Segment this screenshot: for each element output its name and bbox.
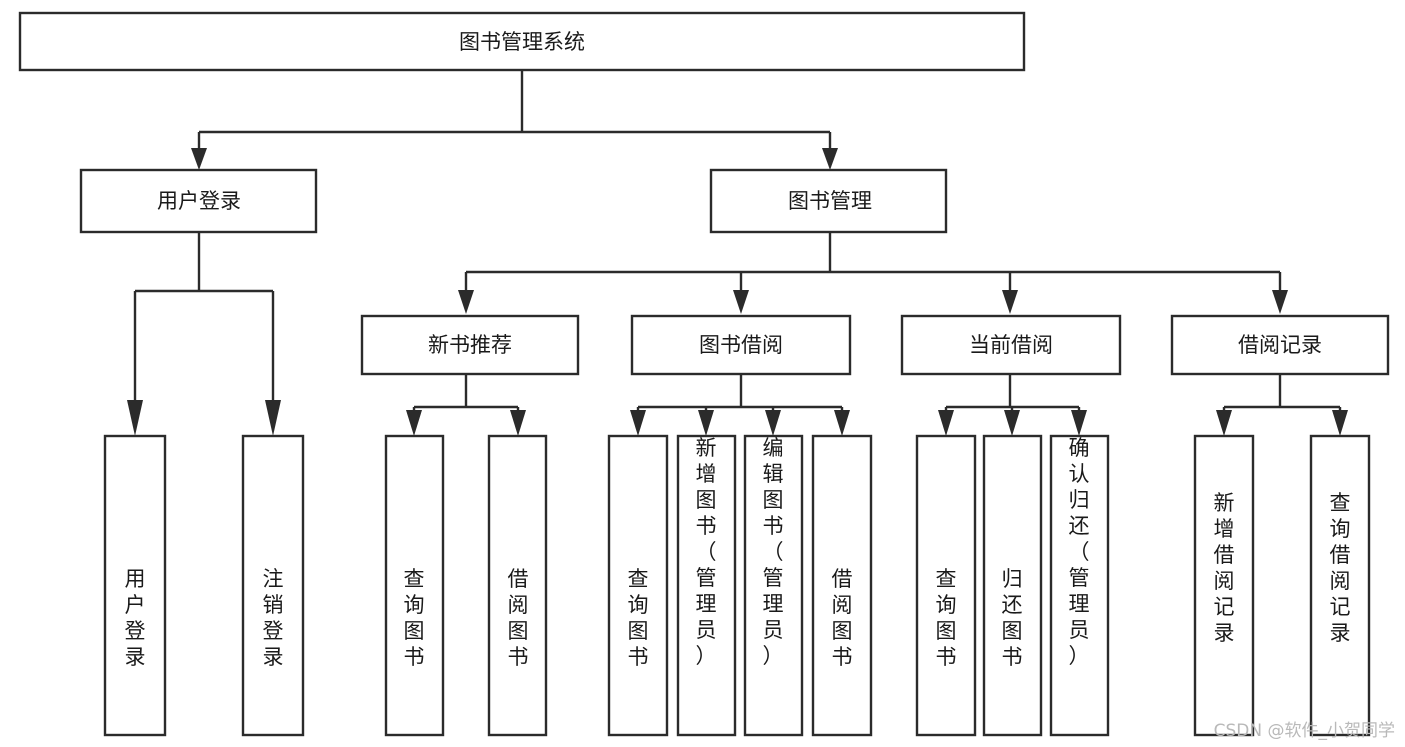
- leaf-borrow-edit-label: 编辑图书（管理员）: [763, 436, 784, 668]
- leaf-node[interactable]: 查询借阅记录: [1309, 434, 1371, 737]
- node-new-book-recommend-label: 新书推荐: [428, 333, 512, 357]
- leaf-node[interactable]: 新增图书（管理员）: [676, 434, 737, 737]
- leaf-current-confirm-box[interactable]: [1049, 434, 1110, 737]
- node-book-manage[interactable]: 图书管理: [709, 168, 948, 234]
- node-root-box[interactable]: [18, 11, 1026, 72]
- arrow-borrow-leaf1: [630, 410, 646, 436]
- node-user-login[interactable]: 用户登录: [79, 168, 318, 234]
- connector-group: [127, 70, 1348, 436]
- arrow-to-book-manage: [822, 148, 838, 170]
- arrow-to-current-borrow: [1002, 290, 1018, 314]
- leaf-borrow-query-box[interactable]: [607, 434, 669, 737]
- leaf-current-return-box[interactable]: [982, 434, 1043, 737]
- arrow-record-leaf2: [1332, 410, 1348, 436]
- arrow-to-user-login: [191, 148, 207, 170]
- leaf-current-return-label: 归还图书: [1002, 567, 1023, 669]
- leaf-record-add-box[interactable]: [1193, 434, 1255, 737]
- leaf-node[interactable]: 用户登录: [103, 434, 167, 737]
- leaf-node[interactable]: 注销登录: [241, 434, 305, 737]
- node-current-borrow-box[interactable]: [900, 314, 1122, 376]
- leaf-node[interactable]: 新增借阅记录: [1193, 434, 1255, 737]
- leaf-current-query-box[interactable]: [915, 434, 977, 737]
- node-book-borrow-box[interactable]: [630, 314, 852, 376]
- leaf-record-query-box[interactable]: [1309, 434, 1371, 737]
- node-root-label: 图书管理系统: [459, 30, 585, 54]
- arrow-current-leaf1: [938, 410, 954, 436]
- node-borrow-record[interactable]: 借阅记录: [1170, 314, 1390, 376]
- node-book-borrow[interactable]: 图书借阅: [630, 314, 852, 376]
- leaf-borrow-add-box[interactable]: [676, 434, 737, 737]
- leaf-borrow-do-label: 借阅图书: [832, 567, 853, 669]
- leaf-node[interactable]: 查询图书: [384, 434, 445, 737]
- leaf-node[interactable]: 确认归还（管理员）: [1049, 434, 1110, 737]
- arrow-borrow-leaf4: [834, 410, 850, 436]
- arrow-newbook-leaf1: [406, 410, 422, 436]
- arrow-to-book-borrow: [733, 290, 749, 314]
- leaf-node[interactable]: 归还图书: [982, 434, 1043, 737]
- leaf-borrow-query-label: 查询图书: [628, 567, 649, 669]
- node-book-manage-box[interactable]: [709, 168, 948, 234]
- arrow-borrow-leaf3: [765, 410, 781, 436]
- leaf-newbook-query-label: 查询图书: [404, 567, 425, 669]
- node-book-manage-label: 图书管理: [788, 189, 872, 213]
- leaf-borrow-edit-box[interactable]: [743, 434, 804, 737]
- node-borrow-record-box[interactable]: [1170, 314, 1390, 376]
- arrow-borrow-leaf2: [698, 410, 714, 436]
- arrow-current-leaf3: [1071, 410, 1087, 436]
- node-user-login-box[interactable]: [79, 168, 318, 234]
- node-book-borrow-label: 图书借阅: [699, 333, 783, 357]
- node-borrow-record-label: 借阅记录: [1238, 333, 1322, 357]
- leaf-newbook-borrow-box[interactable]: [487, 434, 548, 737]
- arrow-record-leaf1: [1216, 410, 1232, 436]
- node-new-book-recommend-box[interactable]: [360, 314, 580, 376]
- leaf-node[interactable]: 编辑图书（管理员）: [743, 434, 804, 737]
- leaf-logout-label: 注销登录: [263, 567, 284, 669]
- arrow-to-borrow-record: [1272, 290, 1288, 314]
- node-user-login-label: 用户登录: [157, 189, 241, 213]
- arrow-to-leaf-user-login: [127, 400, 143, 436]
- leaf-borrow-add-label: 新增图书（管理员）: [696, 436, 717, 668]
- arrow-to-new-book: [458, 290, 474, 314]
- leaf-user-login-box[interactable]: [103, 434, 167, 737]
- leaf-logout-box[interactable]: [241, 434, 305, 737]
- leaf-node[interactable]: 借阅图书: [487, 434, 548, 737]
- arrow-newbook-leaf2: [510, 410, 526, 436]
- node-root-system[interactable]: 图书管理系统: [18, 11, 1026, 72]
- leaf-node[interactable]: 查询图书: [607, 434, 669, 737]
- leaf-newbook-query-box[interactable]: [384, 434, 445, 737]
- leaf-current-query-label: 查询图书: [936, 567, 957, 669]
- node-new-book-recommend[interactable]: 新书推荐: [360, 314, 580, 376]
- node-current-borrow-label: 当前借阅: [969, 333, 1053, 357]
- leaf-current-confirm-label: 确认归还（管理员）: [1069, 436, 1090, 668]
- leaf-record-query-label: 查询借阅记录: [1330, 491, 1351, 645]
- arrow-to-leaf-logout: [265, 400, 281, 436]
- leaf-user-login-label: 用户登录: [125, 567, 146, 669]
- leaf-newbook-borrow-label: 借阅图书: [508, 567, 529, 669]
- leaf-record-add-label: 新增借阅记录: [1214, 491, 1235, 645]
- csdn-watermark: CSDN @软件_小贺同学: [1213, 721, 1395, 741]
- node-current-borrow[interactable]: 当前借阅: [900, 314, 1122, 376]
- leaf-node[interactable]: 借阅图书: [811, 434, 873, 737]
- leaf-node[interactable]: 查询图书: [915, 434, 977, 737]
- arrow-current-leaf2: [1004, 410, 1020, 436]
- leaf-borrow-do-box[interactable]: [811, 434, 873, 737]
